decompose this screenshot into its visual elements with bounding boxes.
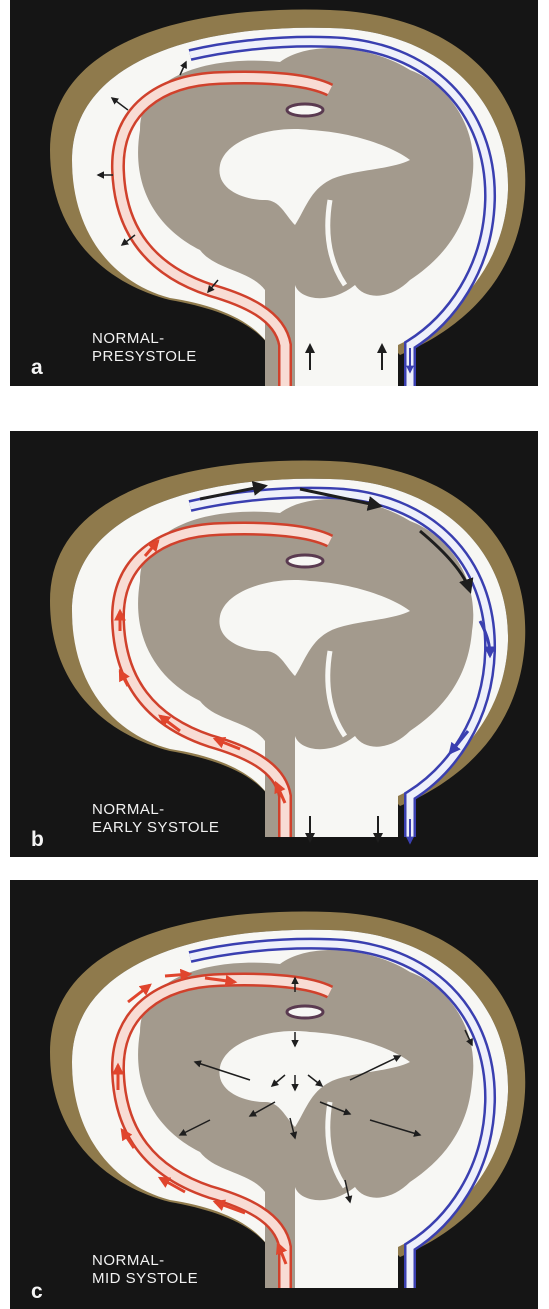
panel-letter-c: c [31, 1280, 43, 1304]
panel-letter-a: a [31, 356, 43, 380]
panel-c: NORMAL- MID SYSTOLE c [10, 880, 538, 1309]
caption-line-1: NORMAL- [92, 1252, 198, 1270]
caption-line-1: NORMAL- [92, 801, 219, 819]
caption-b: NORMAL- EARLY SYSTOLE [92, 801, 219, 837]
diagram-c [10, 880, 538, 1309]
diagram-b [10, 431, 538, 857]
panel-a: NORMAL- PRESYSTOLE a [10, 0, 538, 386]
caption-line-2: MID SYSTOLE [92, 1270, 198, 1288]
panel-b: NORMAL- EARLY SYSTOLE b [10, 431, 538, 857]
red-arrow-icon [165, 974, 190, 976]
caption-a: NORMAL- PRESYSTOLE [92, 330, 197, 366]
caption-line-2: PRESYSTOLE [92, 348, 197, 366]
caption-c: NORMAL- MID SYSTOLE [92, 1252, 198, 1288]
caption-line-1: NORMAL- [92, 330, 197, 348]
panel-letter-b: b [31, 828, 44, 852]
diagram-a [10, 0, 538, 386]
caption-line-2: EARLY SYSTOLE [92, 819, 219, 837]
